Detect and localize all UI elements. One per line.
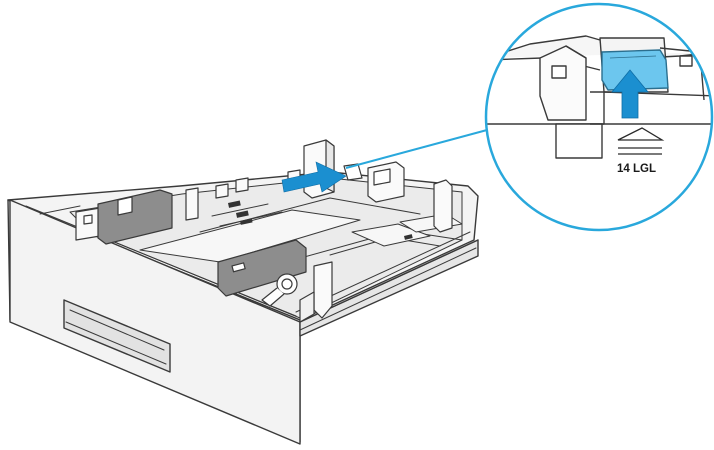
arrow-up-icon: [611, 69, 649, 119]
callout-cutout: [555, 123, 603, 159]
triangle-up-icon: [617, 127, 665, 155]
left-paper-width-guide[interactable]: [75, 187, 199, 245]
arrow-right-icon: [281, 161, 347, 193]
magnified-callout: 14 LGL: [484, 2, 714, 232]
callout-ring: [484, 2, 714, 232]
front-paper-length-guide[interactable]: [217, 239, 333, 323]
paper-size-slide-tab[interactable]: [601, 49, 669, 91]
tray-floor-slots: [228, 200, 413, 240]
tray-front-face: [9, 199, 301, 445]
callout-leader-line: [345, 129, 488, 169]
paper-size-label: 14 LGL: [617, 163, 656, 175]
tray-handle-recess[interactable]: [63, 299, 171, 373]
